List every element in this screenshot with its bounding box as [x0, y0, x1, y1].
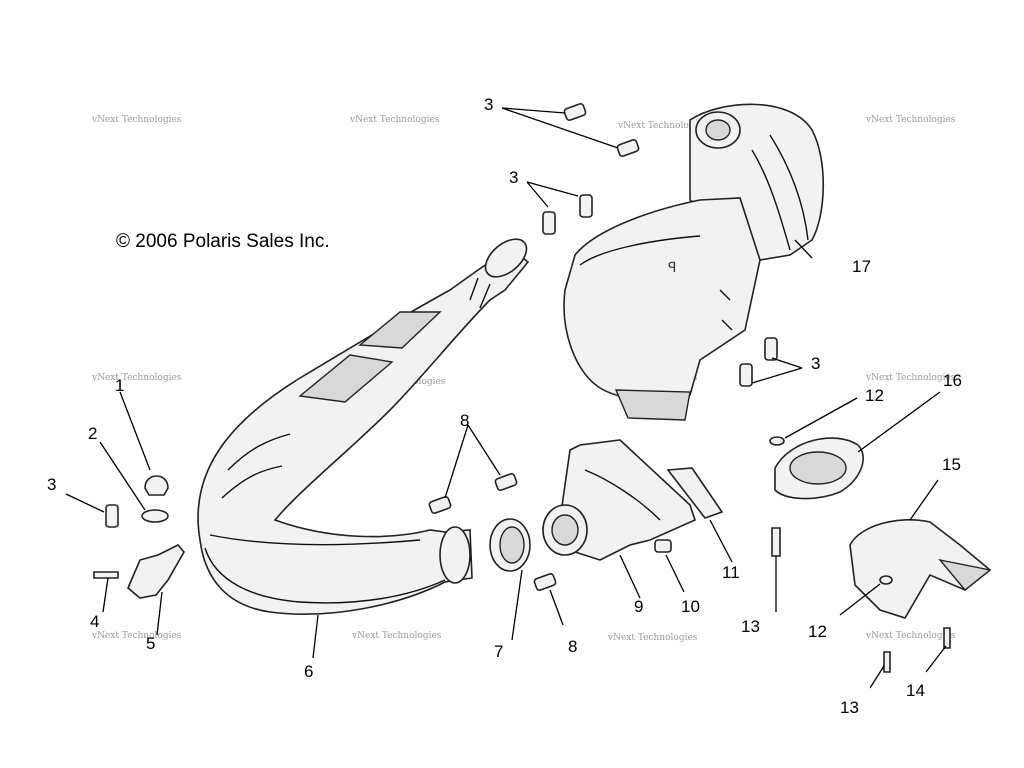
watermark-12: vNext Technologies — [865, 631, 956, 641]
watermark-11: vNext Technologies — [607, 633, 698, 643]
callout-8-a: 8 — [460, 411, 469, 430]
callout-10: 10 — [681, 597, 700, 616]
svg-text:ꟼ: ꟼ — [668, 259, 676, 275]
copyright-text: © 2006 Polaris Sales Inc. — [116, 231, 330, 252]
muffler-icon: ꟼ — [563, 103, 825, 421]
grommet-ring-icon — [489, 518, 531, 572]
callout-2: 2 — [88, 424, 97, 443]
watermark-5: vNext Technologies — [91, 373, 182, 383]
callout-4: 4 — [90, 612, 99, 631]
grommet-icon — [144, 475, 169, 496]
leader-lines — [65, 107, 947, 689]
watermark-10: vNext Technologies — [351, 631, 442, 641]
callout-15: 15 — [942, 455, 961, 474]
callout-3-d: 3 — [47, 475, 56, 494]
stud-14-icon — [943, 627, 951, 649]
sleeve-icon — [654, 539, 672, 553]
gasket-ring-icon — [774, 437, 864, 500]
stud-13b-icon — [883, 651, 891, 673]
callout-16: 16 — [943, 371, 962, 390]
heat-shield-icon — [849, 518, 992, 619]
watermark-1: vNext Technologies — [91, 115, 182, 125]
callout-3-c: 3 — [811, 354, 820, 373]
bracket-icon — [127, 544, 185, 599]
callout-12-b: 12 — [808, 622, 827, 641]
watermark-4: vNext Technologies — [865, 115, 956, 125]
washer-12a-icon — [769, 436, 785, 446]
watermark-9: vNext Technologies — [91, 631, 182, 641]
callout-13-a: 13 — [741, 617, 760, 636]
bolt-icon — [93, 571, 119, 579]
watermark-8: vNext Technologies — [865, 373, 956, 383]
exhaust-pipe-icon — [197, 238, 530, 615]
callout-12-a: 12 — [865, 386, 884, 405]
callout-7: 7 — [494, 642, 503, 661]
gasket-icon — [666, 467, 724, 519]
callout-3-a: 3 — [484, 95, 493, 114]
washer-12b-icon — [879, 575, 893, 585]
callout-14: 14 — [906, 681, 925, 700]
callout-3-b: 3 — [509, 168, 518, 187]
callout-9: 9 — [634, 597, 643, 616]
rubber-mount-icons — [105, 102, 778, 592]
callout-numbers: 1 2 3 3 3 3 4 5 6 7 8 8 9 10 11 12 12 13… — [47, 95, 962, 717]
callout-11: 11 — [722, 563, 740, 582]
stud-13a-icon — [771, 527, 781, 557]
callout-17: 17 — [852, 257, 871, 276]
watermark-3: vNext Technologies — [617, 121, 708, 131]
callout-8-b: 8 — [568, 637, 577, 656]
callout-1: 1 — [115, 376, 124, 395]
callout-6: 6 — [304, 662, 313, 681]
washer-icon — [141, 509, 169, 523]
watermark-2: vNext Technologies — [349, 115, 440, 125]
callout-13-b: 13 — [840, 698, 859, 717]
callout-5: 5 — [146, 634, 155, 653]
exhaust-manifold-icon — [542, 439, 696, 561]
